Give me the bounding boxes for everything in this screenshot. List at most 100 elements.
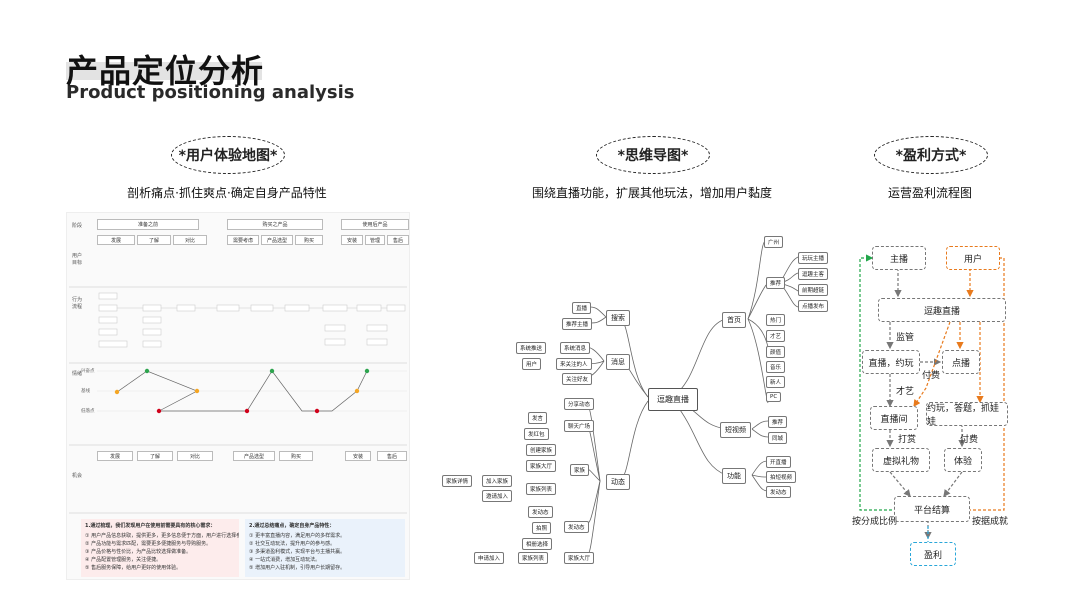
mindmap-leaf: 相册选择 bbox=[522, 538, 553, 550]
emotion-label-high: 兴奋点 bbox=[81, 369, 95, 374]
flow-node-studio: 直播间 bbox=[870, 406, 918, 430]
mindmap-leaf: 才艺 bbox=[766, 330, 786, 342]
section-subtitle-mindmap: 围绕直播功能，扩展其他玩法，增加用户黏度 bbox=[531, 186, 772, 200]
page-title: 产品定位分析 bbox=[66, 52, 265, 90]
summary-right-line: ⑤ 增加用户入驻机制，引导用户长期留存。 bbox=[249, 565, 346, 571]
mindmap-leaf: 逗趣主客 bbox=[798, 268, 829, 280]
opportunity-header: 售后 bbox=[377, 451, 407, 461]
mindmap-leaf: 新人 bbox=[766, 376, 786, 388]
sub-header: 产品选型 bbox=[261, 235, 293, 245]
opportunity-header: 了解 bbox=[137, 451, 173, 461]
sub-header: 购买 bbox=[295, 235, 323, 245]
flow-node-anchor: 主播 bbox=[872, 246, 926, 270]
mindmap-leaf: 发言 bbox=[528, 412, 548, 424]
summary-left-box: 1.通过梳理，我们发现用户在使用前需要具有的核心需求： ① 用户产品信息获取，提… bbox=[81, 519, 239, 577]
summary-right-line: ② 社交互动玩法，提升用户的参与感。 bbox=[249, 541, 336, 547]
mindmap-leaf: 分享动态 bbox=[564, 398, 595, 410]
row-label-emotion: 情绪 bbox=[71, 371, 82, 377]
opportunity-header: 对比 bbox=[177, 451, 213, 461]
mindmap-leaf: 音乐 bbox=[766, 361, 786, 373]
mindmap-leaf: 家族列表 bbox=[518, 552, 549, 564]
mindmap-branch: 消息 bbox=[606, 354, 630, 370]
flow-label-achieve: 按据成就 bbox=[972, 517, 1009, 527]
mindmap-branch: 功能 bbox=[722, 468, 746, 484]
section-pill-journey: *用户体验地图* bbox=[171, 136, 285, 174]
row-label-flow: 行为流程 bbox=[71, 297, 82, 310]
mindmap-branch: 首页 bbox=[722, 312, 746, 328]
mindmap-leaf: 加入家族 bbox=[482, 475, 513, 487]
flow-label-pay2: 付费 bbox=[960, 435, 979, 445]
emotion-label-low: 低落点 bbox=[81, 409, 95, 414]
flow-node-gift: 虚拟礼物 bbox=[872, 448, 930, 472]
row-label-stage: 阶段 bbox=[71, 223, 82, 229]
summary-left-line: ④ 产品配置管理服务，关注便捷。 bbox=[85, 557, 162, 563]
stage-header: 使用后产品 bbox=[341, 219, 409, 230]
flow-label-talent: 才艺 bbox=[896, 387, 915, 397]
section-pill-profit: *盈利方式* bbox=[874, 136, 988, 174]
mindmap-leaf: 拍照 bbox=[532, 522, 552, 534]
title-highlight bbox=[66, 62, 262, 80]
emotion-label-base: 基线 bbox=[81, 389, 90, 394]
row-label-goal: 用户目标 bbox=[71, 253, 82, 266]
mindmap-leaf: 点播发布 bbox=[798, 300, 829, 312]
row-label-opportunity: 机会 bbox=[71, 473, 82, 479]
mindmap-branch: 短视频 bbox=[720, 422, 751, 438]
opportunity-header: 产品选型 bbox=[233, 451, 275, 461]
opportunity-header: 购买 bbox=[279, 451, 313, 461]
mindmap-leaf: 推荐 bbox=[766, 277, 786, 289]
summary-right-line: ① 更丰富直播内容，满足用户的多样需求。 bbox=[249, 533, 346, 539]
summary-right-box: 2.通过总结痛点，确定自身产品特性： ① 更丰富直播内容，满足用户的多样需求。 … bbox=[245, 519, 405, 577]
flow-label-tip: 打赏 bbox=[898, 435, 917, 445]
flow-label-monitor: 监管 bbox=[896, 333, 915, 343]
mindmap-leaf: 家族大厅 bbox=[526, 460, 557, 472]
summary-left-line: ③ 产品价格与性价比，为产品比较选择做准备。 bbox=[85, 549, 192, 555]
flow-node-user: 用户 bbox=[946, 246, 1000, 270]
flow-label-split: 按分成比例 bbox=[852, 517, 898, 527]
profit-flow-connectors bbox=[859, 254, 1005, 544]
mindmap-leaf: 创建家族 bbox=[526, 444, 557, 456]
sub-header: 需要考虑 bbox=[227, 235, 259, 245]
mindmap-leaf: 直播 bbox=[572, 302, 592, 314]
mindmap-leaf: 发动态 bbox=[766, 486, 791, 498]
summary-left-line: ⑤ 售后服务保障，给用户更好的使用体验。 bbox=[85, 565, 182, 571]
sub-header: 发展 bbox=[97, 235, 135, 245]
mindmap-leaf: 聊天广场 bbox=[564, 420, 595, 432]
mindmap-leaf: 玩玩主播 bbox=[798, 252, 829, 264]
mindmap-leaf: 颜值 bbox=[766, 346, 786, 358]
opportunity-header: 发展 bbox=[97, 451, 133, 461]
section-subtitle-journey: 剖析痛点·抓住爽点·确定自身产品特性 bbox=[127, 186, 327, 200]
mindmap-leaf: 推荐主播 bbox=[562, 318, 593, 330]
mindmap-leaf: 系统推送 bbox=[516, 342, 547, 354]
flow-node-center: 逗趣直播 bbox=[878, 298, 1006, 322]
sub-header: 了解 bbox=[137, 235, 171, 245]
mindmap-connectors bbox=[585, 240, 799, 556]
mindmap-leaf: 开直播 bbox=[766, 456, 791, 468]
summary-right-title: 2.通过总结痛点，确定自身产品特性： bbox=[249, 523, 335, 529]
sub-header: 对比 bbox=[173, 235, 207, 245]
mindmap-leaf: 家族大厅 bbox=[564, 552, 595, 564]
sub-header: 售后 bbox=[387, 235, 409, 245]
mindmap-leaf: 发红包 bbox=[524, 428, 549, 440]
flow-node-exp: 体验 bbox=[944, 448, 982, 472]
summary-right-line: ③ 多渠道盈利模式，实现平台与主播共赢。 bbox=[249, 549, 346, 555]
summary-left-title: 1.通过梳理，我们发现用户在使用前需要具有的核心需求： bbox=[85, 523, 216, 529]
mindmap-leaf: 推荐 bbox=[768, 416, 788, 428]
mindmap-leaf: 来关注的人 bbox=[556, 358, 592, 370]
summary-left-line: ② 产品功能与需求匹配，需要更多便捷服务与导购服务。 bbox=[85, 541, 212, 547]
mindmap-leaf: 热门 bbox=[766, 314, 786, 326]
mindmap-center: 逗趣直播 bbox=[648, 388, 698, 411]
mindmap-leaf: 关注好友 bbox=[562, 373, 593, 385]
summary-left-line: ① 用户产品信息获取，提供更多，更多信息便于方面，用户进行选择参考。 bbox=[85, 533, 239, 539]
mindmap-branch: 动态 bbox=[606, 474, 630, 490]
section-pill-mindmap: *思维导图* bbox=[596, 136, 710, 174]
flow-node-vod: 点播 bbox=[942, 350, 980, 374]
journey-map-panel: 阶段 用户目标 行为流程 情绪 机会 准备之前 购买之产品 使用后产品 发展 了… bbox=[66, 212, 410, 580]
mindmap-leaf: 系统消息 bbox=[560, 342, 591, 354]
mindmap-leaf: PC bbox=[766, 392, 782, 402]
mindmap-leaf: 邀请加入 bbox=[482, 490, 513, 502]
stage-header: 准备之前 bbox=[97, 219, 199, 230]
mindmap-leaf: 发动态 bbox=[564, 521, 589, 533]
mindmap-leaf: 用户 bbox=[522, 358, 542, 370]
mindmap-leaf: 广州 bbox=[764, 236, 784, 248]
journey-map-lines bbox=[69, 286, 407, 514]
